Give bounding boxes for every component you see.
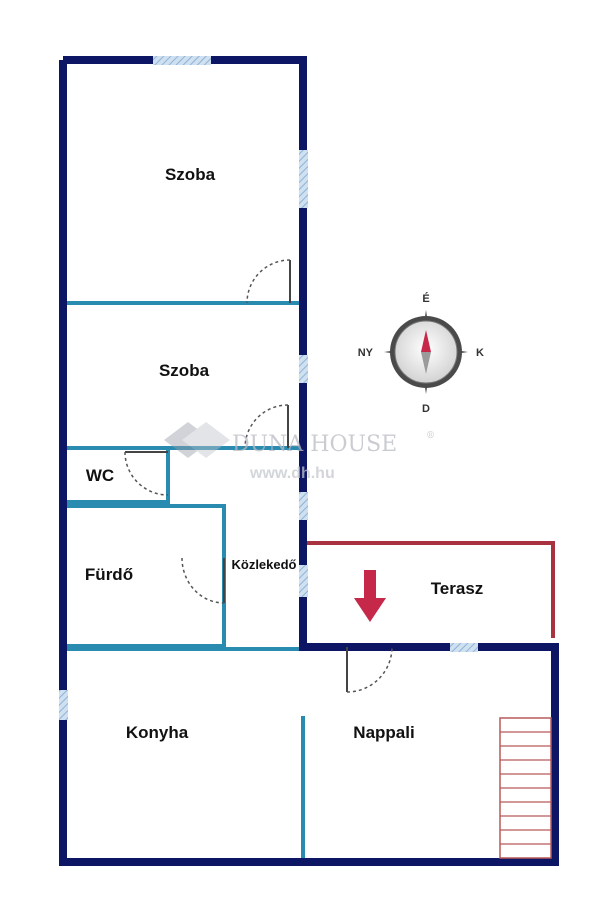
room-labels: Szoba Szoba WC Fürdő Közlekedő Terasz Ko… (85, 165, 483, 742)
compass-west: NY (358, 347, 374, 359)
terrace-outline (305, 541, 555, 638)
door-entrance (346, 646, 393, 693)
room-label-szoba-1: Szoba (165, 165, 216, 184)
window-konyha (59, 690, 68, 720)
window-top (153, 56, 211, 65)
compass-icon: É D K NY (358, 292, 484, 415)
door-furdo (181, 557, 225, 604)
doors (124, 259, 393, 693)
room-label-furdo: Fürdő (85, 565, 133, 584)
window-nappali (450, 643, 478, 652)
room-label-nappali: Nappali (353, 723, 414, 742)
room-label-wc: WC (86, 466, 114, 485)
room-label-terasz: Terasz (431, 579, 484, 598)
compass-south: D (422, 403, 430, 415)
room-label-konyha: Konyha (126, 723, 189, 742)
room-label-szoba-2: Szoba (159, 361, 210, 380)
door-szoba1 (246, 259, 291, 304)
entrance-arrow (354, 570, 386, 622)
door-szoba2 (244, 404, 289, 449)
windows (59, 56, 478, 720)
compass-north: É (422, 292, 429, 305)
watermark-brand: DUNA HOUSE (232, 432, 397, 457)
window-szoba1 (299, 150, 308, 208)
outer-walls (59, 56, 559, 866)
window-hall-lower (299, 565, 308, 597)
window-szoba2 (299, 355, 308, 383)
watermark-url: www.dh.hu (249, 465, 335, 482)
brand-logo-icon (164, 422, 230, 458)
inner-walls (66, 301, 305, 860)
stairs (499, 717, 552, 859)
window-hall (299, 492, 308, 520)
room-label-kozlekedo: Közlekedő (231, 557, 296, 572)
compass-east: K (476, 347, 484, 359)
watermark: DUNA HOUSE ® www.dh.hu (164, 422, 435, 482)
door-wc (124, 451, 169, 496)
watermark-registered: ® (426, 431, 435, 441)
